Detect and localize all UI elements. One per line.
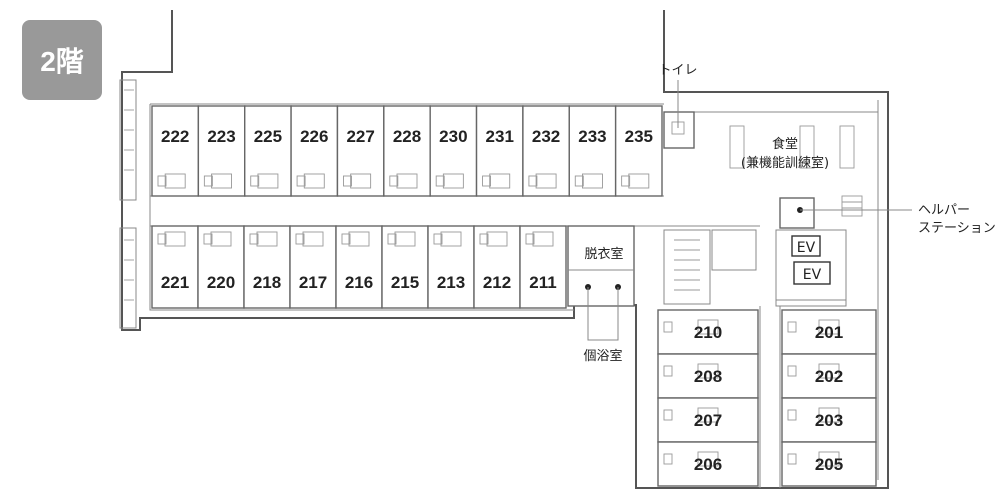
room-221: 221 (151, 225, 199, 309)
room-228: 228 (383, 105, 431, 197)
room-number: 205 (815, 455, 843, 474)
room-232: 232 (522, 105, 570, 197)
room-number: 207 (694, 411, 722, 430)
room-222: 222 (151, 105, 200, 197)
room-212: 212 (473, 225, 521, 309)
south-room-row: 221 220 218 217 216 215 213 212 211 (151, 225, 567, 309)
toilet-label: トイレ (658, 63, 697, 78)
wing-corridor (759, 306, 781, 488)
room-210: 210 (657, 309, 759, 355)
room-number: 212 (483, 273, 511, 292)
room-226: 226 (290, 105, 339, 197)
room-number: 227 (346, 127, 374, 146)
north-room-row: 222 223 225 226 227 228 230 231 232 233 235 (151, 105, 663, 197)
room-207: 207 (657, 397, 759, 443)
main-corridor (150, 195, 760, 227)
room-233: 233 (568, 105, 617, 197)
building-outline (119, 10, 889, 489)
central-staircase (663, 229, 757, 305)
dining-area: 食堂 (兼機能訓練室) (729, 125, 855, 171)
ev-label-1: EV (797, 240, 816, 256)
room-number: 210 (694, 323, 722, 342)
room-208: 208 (657, 353, 759, 399)
ev-label-2: EV (803, 267, 822, 283)
room-213: 213 (427, 225, 475, 309)
helper-station: ヘルパー ステーション (779, 195, 996, 236)
room-215: 215 (381, 225, 429, 309)
room-number: 211 (529, 273, 556, 292)
helper-sublabel: ステーション (918, 221, 996, 236)
room-number: 203 (815, 411, 843, 430)
room-number: 202 (815, 367, 843, 386)
room-number: 226 (300, 127, 328, 146)
wing-west-rooms: 210 208 207 206 (657, 309, 759, 487)
room-217: 217 (289, 225, 337, 309)
room-201: 201 (781, 309, 877, 355)
room-number: 218 (253, 273, 281, 292)
room-218: 218 (243, 225, 291, 309)
room-number: 223 (207, 127, 235, 146)
wing-east-rooms: 201 202 203 205 (781, 309, 877, 487)
room-number: 216 (345, 273, 373, 292)
room-number: 222 (161, 127, 189, 146)
elevator-block: EV EV (775, 229, 847, 307)
room-number: 231 (486, 127, 514, 146)
room-number: 230 (439, 127, 467, 146)
room-number: 206 (694, 455, 722, 474)
bath-area: 脱衣室 個浴室 (567, 225, 635, 364)
room-number: 233 (578, 127, 606, 146)
floor-badge: 2階 (22, 20, 102, 100)
room-225: 225 (244, 105, 292, 197)
room-230: 230 (429, 105, 478, 197)
room-231: 231 (475, 105, 524, 197)
dining-sublabel: (兼機能訓練室) (741, 155, 829, 171)
room-203: 203 (781, 397, 877, 443)
room-number: 217 (299, 273, 327, 292)
room-number: 213 (437, 273, 465, 292)
helper-label: ヘルパー (918, 203, 970, 218)
room-206: 206 (657, 441, 759, 487)
room-number: 220 (207, 273, 235, 292)
room-number: 208 (694, 367, 722, 386)
room-number: 232 (532, 127, 560, 146)
bath-label: 個浴室 (583, 348, 622, 364)
room-223: 223 (197, 105, 246, 197)
room-235: 235 (614, 105, 663, 197)
room-number: 235 (625, 127, 653, 146)
toilet-room: トイレ (658, 63, 698, 149)
room-number: 225 (254, 127, 282, 146)
room-211: 211 (519, 225, 567, 309)
room-number: 228 (393, 127, 421, 146)
room-205: 205 (781, 441, 877, 487)
dining-label: 食堂 (772, 136, 798, 152)
room-number: 221 (161, 273, 189, 292)
room-202: 202 (781, 353, 877, 399)
room-220: 220 (197, 225, 245, 309)
room-number: 215 (391, 273, 419, 292)
room-227: 227 (336, 105, 385, 197)
room-number: 201 (815, 323, 843, 342)
room-216: 216 (335, 225, 383, 309)
dressing-label: 脱衣室 (584, 246, 623, 262)
